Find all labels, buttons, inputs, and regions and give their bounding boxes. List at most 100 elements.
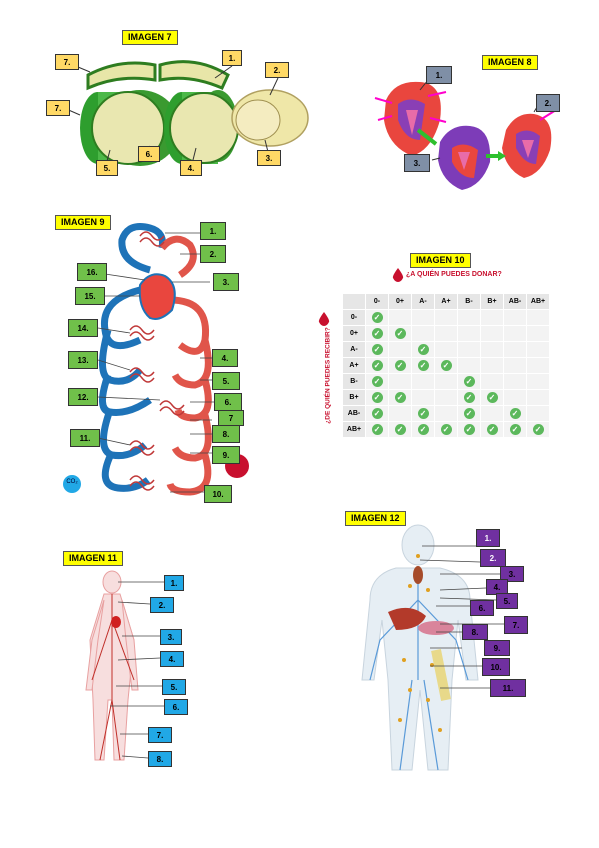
img12-label-7: 7. [504, 616, 528, 634]
table-row: 0-✓ [342, 309, 550, 326]
compat-cell: ✓ [365, 405, 389, 422]
imagen8-title: IMAGEN 8 [482, 55, 538, 70]
compat-cell: ✓ [457, 405, 481, 422]
check-icon: ✓ [440, 360, 452, 371]
img7-label-7a: 7. [55, 54, 79, 70]
check-icon: ✓ [371, 392, 383, 403]
compat-cell [503, 357, 527, 374]
compat-cell: ✓ [457, 389, 481, 406]
check-icon: ✓ [371, 408, 383, 419]
img7-label-7b: 7. [46, 100, 70, 116]
img9-label-5: 5. [212, 372, 240, 390]
check-icon: ✓ [463, 424, 475, 435]
table-row: B-✓✓ [342, 373, 550, 390]
img9-label-4: 4. [212, 349, 238, 367]
check-icon: ✓ [371, 312, 383, 323]
check-icon: ✓ [371, 328, 383, 339]
check-icon: ✓ [371, 344, 383, 355]
check-icon: ✓ [394, 328, 406, 339]
check-icon: ✓ [509, 408, 521, 419]
compat-cell: ✓ [388, 357, 412, 374]
table-row: 0+✓✓ [342, 325, 550, 342]
compat-cell: ✓ [457, 421, 481, 438]
img7-label-3: 3. [257, 150, 281, 166]
check-icon: ✓ [394, 360, 406, 371]
recipient-header: A- [342, 341, 366, 358]
compat-cell [457, 309, 481, 326]
img7-label-1: 1. [222, 50, 242, 66]
img11-label-2: 2. [150, 597, 174, 613]
check-icon: ✓ [371, 360, 383, 371]
check-icon: ✓ [394, 424, 406, 435]
img11-label-4: 4. [160, 651, 184, 667]
imagen9-title: IMAGEN 9 [55, 215, 111, 230]
compat-cell [434, 341, 458, 358]
img12-label-6: 6. [470, 600, 494, 616]
compat-cell: ✓ [365, 341, 389, 358]
img9-label-9: 9. [212, 446, 240, 464]
compat-cell: ✓ [503, 421, 527, 438]
check-icon: ✓ [463, 376, 475, 387]
compat-cell [480, 357, 504, 374]
check-icon: ✓ [417, 360, 429, 371]
compat-cell: ✓ [365, 421, 389, 438]
img11-label-5: 5. [162, 679, 186, 695]
compat-cell: ✓ [411, 357, 435, 374]
img7-label-2: 2. [265, 62, 289, 78]
img9-label-16: 16. [77, 263, 107, 281]
compat-cell: ✓ [365, 373, 389, 390]
table-row: B+✓✓✓✓ [342, 389, 550, 406]
img9-label-2: 2. [200, 245, 226, 263]
img7-label-6: 6. [138, 146, 160, 162]
compat-cell [411, 373, 435, 390]
check-icon: ✓ [417, 408, 429, 419]
img12-label-2: 2. [480, 549, 506, 567]
img7-label-5: 5. [96, 160, 118, 176]
img9-label-1: 1. [200, 222, 226, 240]
compat-cell: ✓ [388, 421, 412, 438]
check-icon: ✓ [371, 376, 383, 387]
img12-label-8: 8. [462, 624, 488, 640]
compat-cell [388, 405, 412, 422]
imagen7-title: IMAGEN 7 [122, 30, 178, 45]
img11-label-3: 3. [160, 629, 182, 645]
img9-label-10: 10. [204, 485, 232, 503]
compat-cell: ✓ [434, 421, 458, 438]
img9-label-8: 8. [212, 425, 240, 443]
img9-label-7: 7 [218, 410, 244, 426]
compat-cell [526, 357, 550, 374]
donor-header: AB- [503, 293, 527, 310]
img11-label-1: 1. [164, 575, 184, 591]
compat-cell [503, 309, 527, 326]
blood-drop-icon-side [318, 312, 330, 326]
compat-cell [411, 389, 435, 406]
recipient-header: A+ [342, 357, 366, 374]
check-icon: ✓ [417, 344, 429, 355]
compat-cell [526, 309, 550, 326]
check-icon: ✓ [394, 392, 406, 403]
check-icon: ✓ [486, 424, 498, 435]
compat-cell: ✓ [526, 421, 550, 438]
img9-label-14: 14. [68, 319, 98, 337]
img12-label-9: 9. [484, 640, 510, 656]
check-icon: ✓ [371, 424, 383, 435]
donor-header: AB+ [526, 293, 550, 310]
compat-cell: ✓ [457, 373, 481, 390]
img12-label-10: 10. [482, 658, 510, 676]
img12-label-3: 3. [500, 566, 524, 582]
img9-label-11: 11. [70, 429, 100, 447]
check-icon: ✓ [440, 424, 452, 435]
imagen10-title: IMAGEN 10 [410, 253, 471, 268]
compat-cell [503, 373, 527, 390]
compat-cell [480, 309, 504, 326]
donor-header: 0- [365, 293, 389, 310]
img8-label-2: 2. [536, 94, 560, 112]
co2-label: CO₂ [66, 479, 78, 485]
compat-cell: ✓ [365, 357, 389, 374]
img9-label-12: 12. [68, 388, 98, 406]
donor-header: B+ [480, 293, 504, 310]
table-row: A+ ✓ ✓ ✓ ✓ [342, 357, 550, 374]
